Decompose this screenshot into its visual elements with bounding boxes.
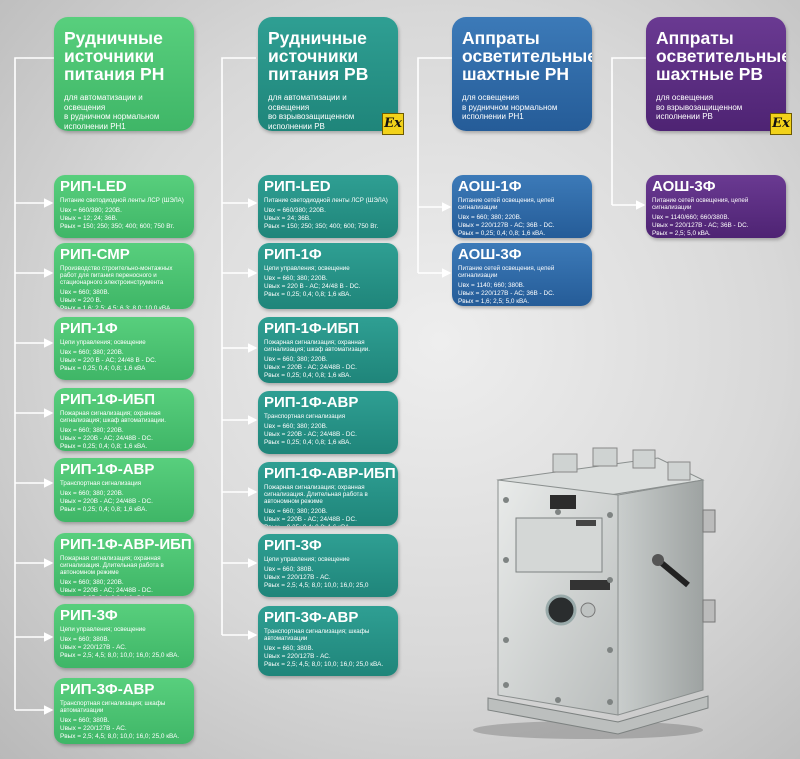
product-description: Производство строительно-монтажных работ… <box>60 265 173 286</box>
product-specs: Uвх = 660; 380; 220В. Uвых = 220В - АС; … <box>264 508 357 526</box>
ex-mark-icon: Ex <box>770 113 792 135</box>
product-specs: Uвх = 660; 380; 220В. Uвых = 220В - АС; … <box>60 427 153 450</box>
product-card[interactable]: РИП-1Ф-ИБП Пожарная сигнализация; охранна… <box>258 317 398 383</box>
product-description: Питание светодиодной ленты ЛСР (ШЭЛА) <box>60 197 184 204</box>
product-title: РИП-3Ф <box>60 607 118 624</box>
product-title: РИП-1Ф <box>60 320 118 337</box>
product-title: РИП-1Ф-АВР <box>60 461 155 478</box>
product-specs: Uвх = 1140/660; 660/380В. Uвых = 220/127… <box>652 214 749 237</box>
device-enclosure-image <box>473 447 716 739</box>
product-specs: Uвх = 660; 380; 220В. Uвых = 220В - АС; … <box>60 579 153 596</box>
product-title: АОШ-1Ф <box>458 178 522 195</box>
product-title: РИП-1Ф-АВР <box>264 394 359 411</box>
product-description: Питание сетей освещения, цепей сигнализа… <box>458 197 555 211</box>
product-description: Питание сетей освещения, цепей сигнализа… <box>652 197 749 211</box>
product-title: РИП-3Ф-АВР <box>60 681 155 698</box>
category-subtitle: для автоматизации и освещения в руднично… <box>64 93 160 131</box>
product-title: РИП-1Ф-АВР-ИБП <box>60 536 192 553</box>
product-card[interactable]: РИП-1Ф-АВР-ИБП Пожарная сигнализация; охр… <box>54 533 194 596</box>
product-card[interactable]: РИП-LED Питание светодиодной ленты ЛСР (Ш… <box>54 175 194 238</box>
product-description: Пожарная сигнализация; охранная сигнализ… <box>60 555 164 576</box>
product-title: РИП-LED <box>264 178 331 195</box>
product-description: Питание сетей освещения, цепей сигнализа… <box>458 265 555 279</box>
product-title: РИП-1Ф <box>264 246 322 263</box>
product-specs: Uвх = 660; 380; 220В. Uвых = 220В - АС; … <box>264 423 357 446</box>
product-card[interactable]: РИП-LED Питание светодиодной ленты ЛСР (Ш… <box>258 175 398 238</box>
product-description: Цепи управления; освещение <box>264 556 350 563</box>
product-description: Цепи управления; освещение <box>60 339 146 346</box>
product-description: Транспортная сигнализация; шкафы автомат… <box>60 700 166 714</box>
product-description: Пожарная сигнализация; охранная сигнализ… <box>264 484 368 505</box>
category-title: Рудничные источники питания РВ <box>268 28 369 84</box>
category-title: Аппраты осветительные шахтные РВ <box>656 28 786 84</box>
product-specs: Uвх = 660/380; 220В. Uвых = 24; 36В. Pвы… <box>264 207 379 230</box>
product-title: АОШ-3Ф <box>652 178 716 195</box>
product-description: Пожарная сигнализация; охранная сигнализ… <box>60 410 166 424</box>
category-header-1: Рудничные источники питания РН для автома… <box>54 17 194 131</box>
product-specs: Uвх = 660; 380; 220В. Uвых = 220 В - АС;… <box>60 349 157 372</box>
product-description: Транспортная сигнализация <box>264 413 346 420</box>
product-specs: Uвх = 660; 380В. Uвых = 220/127В - АС. P… <box>60 636 180 659</box>
category-subtitle: для освещения во взрывозащищенном исполн… <box>656 93 743 121</box>
product-description: Цепи управления; освещение <box>264 265 350 272</box>
category-subtitle: для автоматизации и освещения во взрывоз… <box>268 93 355 131</box>
product-specs: Uвх = 660; 380В. Uвых = 220/127В - АС. P… <box>60 717 180 740</box>
product-specs: Uвх = 660; 380В. Uвых = 220 В. Pвых = 1,… <box>60 289 171 309</box>
product-card[interactable]: РИП-3Ф-АВР Транспортная сигнализация; шка… <box>258 606 398 676</box>
category-header-4: Аппраты осветительные шахтные РВ для осве… <box>646 17 786 131</box>
product-specs: Uвх = 1140; 660; 380В. Uвых = 220/127В -… <box>458 282 555 305</box>
product-card[interactable]: АОШ-3Ф Питание сетей освещения, цепей сиг… <box>646 175 786 238</box>
category-subtitle: для освещения в рудничном нормальном исп… <box>462 93 558 121</box>
product-specs: Uвх = 660; 380; 220В. Uвых = 220В - АС; … <box>60 490 153 513</box>
product-title: РИП-1Ф-ИБП <box>264 320 360 337</box>
product-specs: Uвх = 660; 380; 220В. Uвых = 220/127В - … <box>458 214 555 237</box>
category-header-3: Аппраты осветительные шахтные РН для осве… <box>452 17 592 131</box>
product-specs: Uвх = 660; 380В. Uвых = 220/127В - АС. P… <box>264 645 384 668</box>
product-description: Транспортная сигнализация; шкафы автомат… <box>264 628 370 642</box>
product-title: АОШ-3Ф <box>458 246 522 263</box>
product-card[interactable]: РИП-СМР Производство строительно-монтажны… <box>54 243 194 309</box>
product-description: Пожарная сигнализация; охранная сигнализ… <box>264 339 370 353</box>
product-description: Транспортная сигнализация <box>60 480 142 487</box>
category-title: Аппраты осветительные шахтные РН <box>462 28 592 84</box>
product-card[interactable]: АОШ-3Ф Питание сетей освещения, цепей сиг… <box>452 243 592 306</box>
ex-mark-icon: Ex <box>382 113 404 135</box>
category-header-2: Рудничные источники питания РВ для автома… <box>258 17 398 131</box>
product-title: РИП-3Ф <box>264 537 322 554</box>
product-card[interactable]: РИП-3Ф-АВР Транспортная сигнализация; шка… <box>54 678 194 744</box>
product-title: РИП-СМР <box>60 246 130 263</box>
product-card[interactable]: АОШ-1Ф Питание сетей освещения, цепей сиг… <box>452 175 592 238</box>
product-specs: Uвх = 660; 380В. Uвых = 220/127В - АС. P… <box>264 566 369 589</box>
product-specs: Uвх = 660/380; 220В. Uвых = 12; 24; 36В.… <box>60 207 175 230</box>
product-description: Питание светодиодной ленты ЛСР (ШЭЛА) <box>264 197 388 204</box>
product-card[interactable]: РИП-1Ф-АВР-ИБП Пожарная сигнализация; охр… <box>258 462 398 526</box>
product-title: РИП-1Ф-ИБП <box>60 391 156 408</box>
product-title: РИП-LED <box>60 178 127 195</box>
product-specs: Uвх = 660; 380; 220В. Uвых = 220 В - АС;… <box>264 275 361 298</box>
product-specs: Uвх = 660; 380; 220В. Uвых = 220В - АС; … <box>264 356 357 379</box>
category-title: Рудничные источники питания РН <box>64 28 165 84</box>
product-description: Цепи управления; освещение <box>60 626 146 633</box>
product-card[interactable]: РИП-1Ф-ИБП Пожарная сигнализация; охранна… <box>54 388 194 451</box>
product-title: РИП-1Ф-АВР-ИБП <box>264 465 396 482</box>
product-title: РИП-3Ф-АВР <box>264 609 359 626</box>
